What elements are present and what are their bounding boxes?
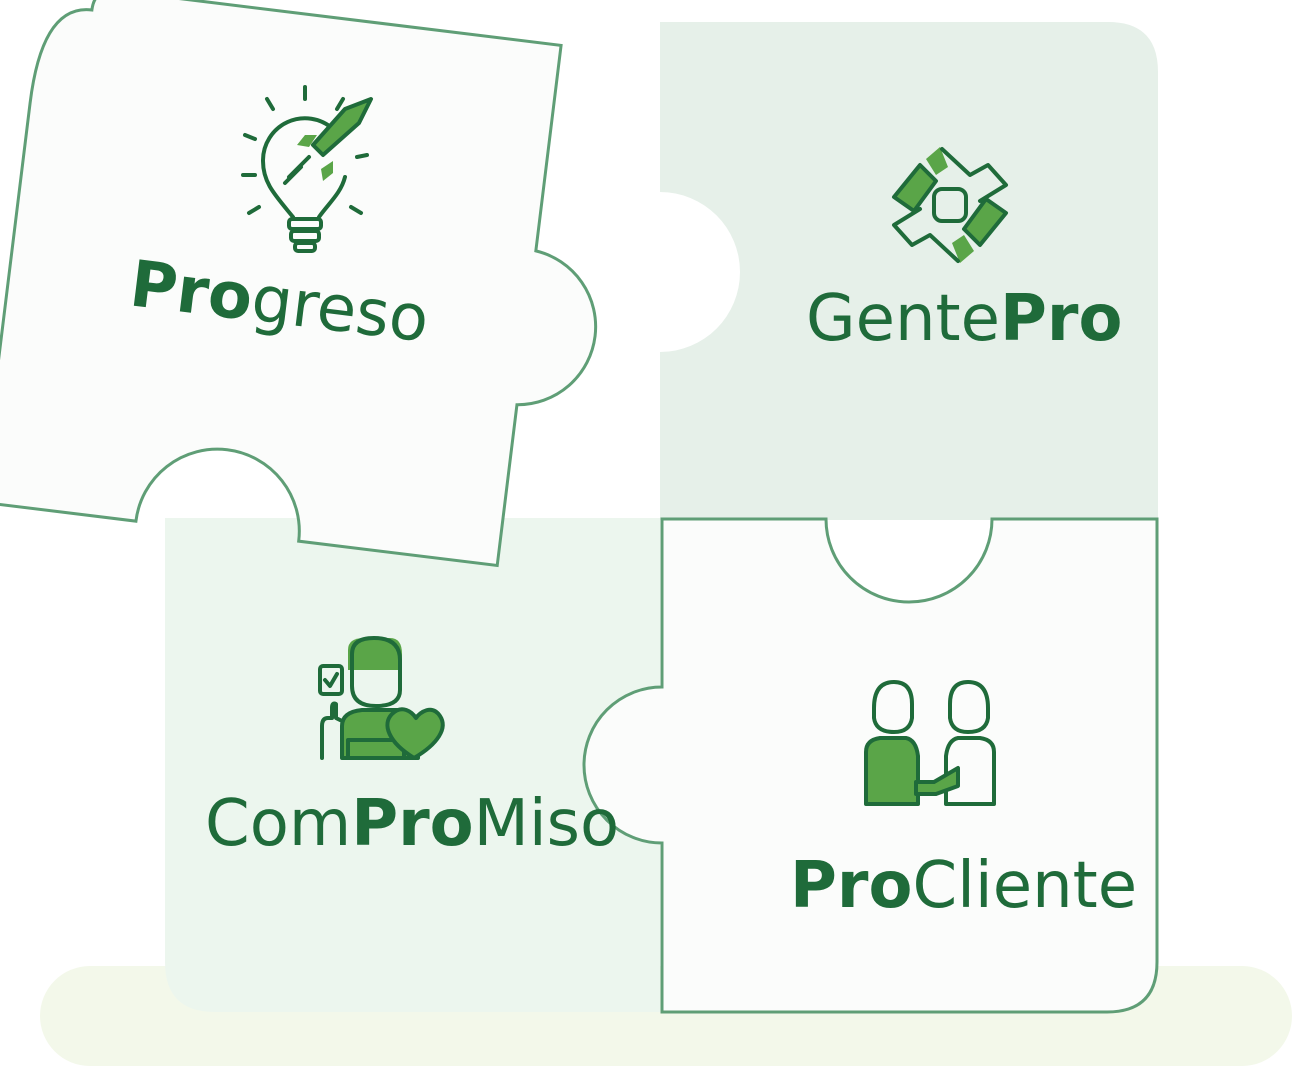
piece-compromiso [165,518,660,1012]
label-segment: Com [205,787,351,861]
label-compromiso: ComProMiso [205,787,619,861]
joined-hands-icon [892,147,1008,263]
label-segment: Pro [1000,282,1122,356]
label-segment: Cliente [912,849,1137,923]
label-procliente: ProCliente [790,849,1137,923]
label-segment: Pro [790,849,912,923]
label-progreso: Progreso [126,247,433,357]
handshake-icon [864,680,996,806]
label-segment: Pro [351,787,473,861]
label-segment: Miso [474,787,620,861]
piece-gentepro [660,22,1158,520]
lightbulb-rocket-icon [241,85,373,253]
piece-progreso-group [0,0,598,568]
label-segment: Pro [126,247,257,335]
volunteer-heart-icon [318,636,445,760]
piece-progreso [0,0,598,568]
label-gentepro: GentePro [806,282,1122,356]
label-segment: Gente [806,282,1000,356]
